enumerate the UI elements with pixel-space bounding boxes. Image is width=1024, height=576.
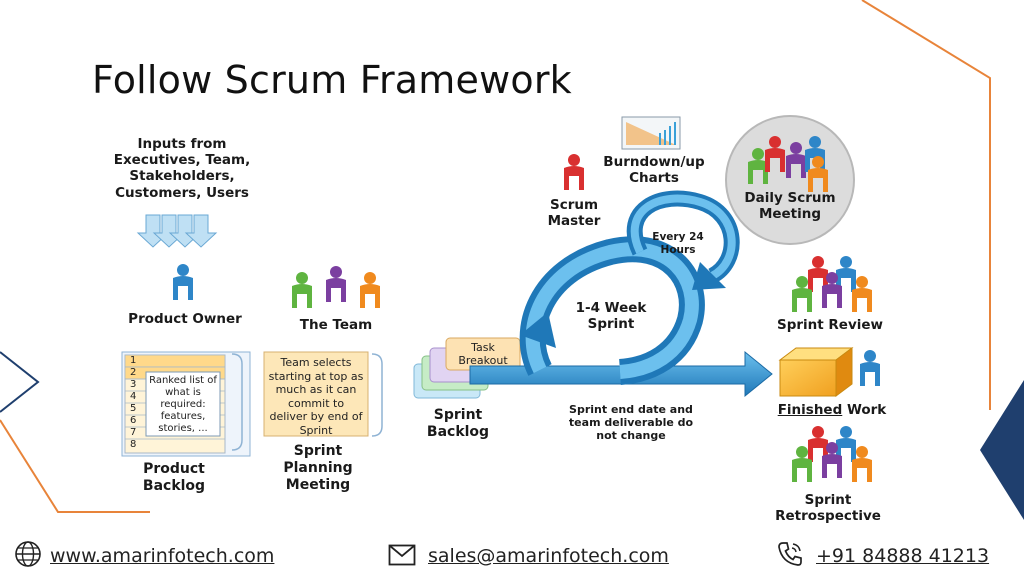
finished-work-label: Finished Work <box>770 402 894 418</box>
website-link[interactable]: www.amarinfotech.com <box>50 545 275 567</box>
backlog-row-number: 1 <box>130 355 137 366</box>
sprint-review-label: Sprint Review <box>776 317 884 333</box>
email-link[interactable]: sales@amarinfotech.com <box>428 545 669 567</box>
backlog-row-number: 3 <box>130 379 137 390</box>
sprint-planning-note-text: Team selects starting at top as much as … <box>268 356 364 437</box>
product-owner-label: Product Owner <box>128 311 242 327</box>
backlog-row-number: 5 <box>130 403 137 414</box>
sprint-cycle-loop <box>519 236 705 385</box>
left-navy-chevron <box>0 351 40 413</box>
burndown-label: Burndown/up Charts <box>603 154 705 187</box>
sprint-length-label: 1-4 Week Sprint <box>575 300 647 333</box>
scrum-master-label: Scrum Master <box>547 197 601 230</box>
product-backlog-list <box>121 351 251 457</box>
daily-scrum-circle <box>725 115 855 245</box>
phone-link[interactable]: +91 84888 41213 <box>816 545 990 567</box>
task-breakout-card: Task Breakout <box>458 341 508 367</box>
inputs-label: Inputs from Executives, Team, Stakeholde… <box>113 136 251 201</box>
finished-work-box-icon <box>778 347 880 397</box>
backlog-note: Ranked list of what is required: feature… <box>149 375 217 434</box>
backlog-row-number: 8 <box>130 439 137 450</box>
backlog-row-number: 4 <box>130 391 137 402</box>
sprint-planning-note <box>263 351 383 437</box>
daily-scrum-label: Daily Scrum Meeting <box>744 190 836 223</box>
globe-icon <box>15 541 41 567</box>
product-owner-person-icon <box>173 264 193 300</box>
sprint-backlog-label: Sprint Backlog <box>426 407 490 440</box>
phone-icon <box>778 542 802 566</box>
backlog-row-numbers: 1 2 3 4 5 6 7 8 <box>130 355 144 451</box>
sprint-retro-people-icon <box>792 426 872 482</box>
bottom-left-orange-line <box>0 419 150 513</box>
the-team-label: The Team <box>299 317 373 333</box>
backlog-row-number: 2 <box>130 367 137 378</box>
finished-word: Finished <box>777 402 843 418</box>
page-title: Follow Scrum Framework <box>92 58 572 102</box>
sprint-review-people-icon <box>792 256 872 312</box>
right-navy-triangle <box>980 380 1024 520</box>
sprint-rule-label: Sprint end date and team deliverable do … <box>568 403 694 442</box>
mail-icon <box>388 544 416 566</box>
sprint-retro-label: Sprint Retrospective <box>775 492 881 525</box>
sprint-planning-label: Sprint Planning Meeting <box>283 443 353 493</box>
product-backlog-label: Product Backlog <box>142 461 206 494</box>
backlog-row-number: 6 <box>130 415 137 426</box>
burndown-chart-icon <box>621 116 681 150</box>
input-arrows <box>136 214 218 248</box>
daily-cycle-loop <box>626 190 740 290</box>
team-people-icon <box>292 266 380 308</box>
backlog-row-number: 7 <box>130 427 137 438</box>
top-right-orange-line <box>861 0 991 410</box>
scrum-master-person-icon <box>564 154 584 190</box>
work-word: Work <box>842 402 887 418</box>
every-24-hours-label: Every 24 Hours <box>652 231 704 256</box>
